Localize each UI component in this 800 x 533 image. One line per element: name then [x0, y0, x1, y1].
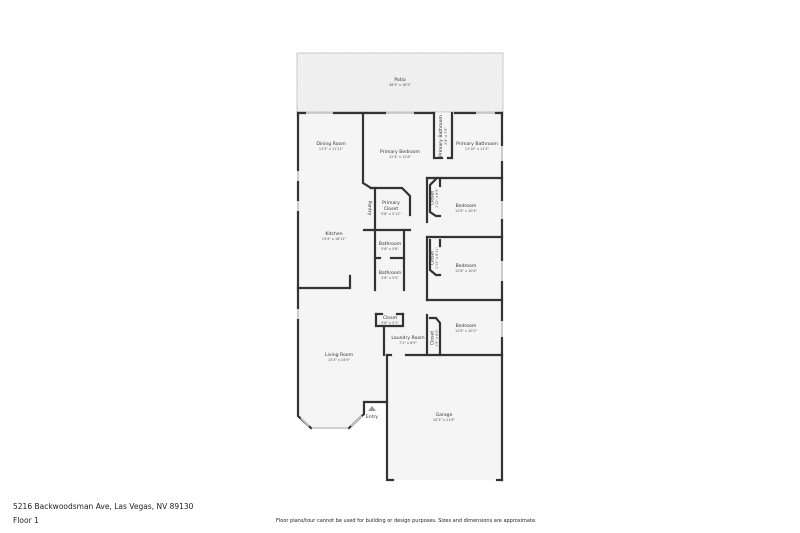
- room-dims: 1'9" x 6'5": [435, 329, 439, 347]
- room-name: Laundry Room: [391, 335, 425, 341]
- room-name: Entry: [366, 414, 379, 420]
- room-closet-4: Closet 1'9" x 6'5": [430, 329, 440, 347]
- room-dims: 20'3" x 21'8": [433, 418, 456, 422]
- room-name: Closet: [383, 315, 398, 321]
- room-name: Primary: [382, 200, 400, 206]
- room-dims: 7'2" x 6'9": [399, 341, 417, 345]
- room-garage: Garage 20'3" x 21'8": [433, 412, 456, 422]
- room-name: Garage: [436, 412, 453, 418]
- room-primary-bathroom-wc: Primary Bathroom 2'8" x 7'9": [438, 115, 448, 157]
- room-dims: 15'3" x 24'9": [328, 358, 351, 362]
- room-dining-room: Dining Room 11'3" x 11'11": [316, 141, 346, 151]
- room-name: Closet: [430, 331, 436, 346]
- room-dims: 12'8" x 10'6": [455, 269, 478, 273]
- room-closet-3: Closet 5'6" x 2'1": [381, 315, 399, 325]
- room-dims: 1'10" x 6'11": [435, 247, 439, 270]
- room-dims: 5'6" x 5'8": [381, 247, 399, 251]
- room-name-line2: Closet: [384, 206, 399, 212]
- room-dims: 1'10" x 6'5": [435, 188, 439, 208]
- room-name: Bathroom: [379, 241, 402, 247]
- room-name: Living Room: [325, 352, 354, 358]
- room-primary-bedroom: Primary Bedroom 12'4" x 12'8": [380, 149, 421, 159]
- room-bedroom-3: Bedroom 12'8" x 10'2": [455, 323, 478, 333]
- room-name: Bedroom: [456, 203, 477, 209]
- room-pantry: Pantry: [367, 201, 373, 216]
- room-dims: 13'4" x 18'11": [322, 237, 347, 241]
- room-dims: 12'8" x 10'2": [455, 329, 478, 333]
- room-name: Closet: [430, 251, 436, 266]
- property-address: 5216 Backwoodsman Ave, Las Vegas, NV 891…: [13, 502, 194, 511]
- room-name: Primary Bedroom: [380, 149, 421, 155]
- room-dims: 5'6" x 5'5": [381, 276, 399, 280]
- room-closet-2: Closet 1'10" x 6'11": [430, 247, 440, 270]
- room-dims: 11'10" x 11'2": [465, 147, 490, 151]
- windows: [297, 112, 503, 429]
- room-closet-1: Closet 1'10" x 6'5": [430, 188, 440, 208]
- room-bedroom-1: Bedroom 12'8" x 10'4": [455, 203, 478, 213]
- room-name: Kitchen: [325, 231, 342, 237]
- room-bathroom-2: Bathroom 5'6" x 5'5": [379, 270, 402, 280]
- room-dims: 36'5" x 16'5": [389, 83, 412, 87]
- room-name: Bedroom: [456, 263, 477, 269]
- room-primary-bathroom: Primary Bathroom 11'10" x 11'2": [456, 141, 498, 151]
- room-dims: 12'4" x 12'8": [389, 155, 412, 159]
- room-name: Patio: [394, 77, 405, 83]
- room-name: Primary Bathroom: [456, 141, 498, 147]
- room-name: Bathroom: [379, 270, 402, 276]
- room-kitchen: Kitchen 13'4" x 18'11": [322, 231, 347, 241]
- disclaimer: Floor plans/tour cannot be used for buil…: [276, 518, 537, 524]
- room-dims: 11'3" x 11'11": [319, 147, 344, 151]
- room-dims: 2'8" x 7'9": [444, 127, 448, 145]
- room-dims: 5'8" x 5'11": [381, 212, 401, 216]
- room-laundry-room: Laundry Room 7'2" x 6'9": [391, 335, 425, 345]
- entry-arrow-icon: [368, 406, 376, 411]
- room-dims: 5'6" x 2'1": [381, 321, 399, 325]
- room-bathroom-1: Bathroom 5'6" x 5'8": [379, 241, 402, 251]
- room-primary-closet: Primary Closet 5'8" x 5'11": [381, 200, 401, 216]
- room-living-room: Living Room 15'3" x 24'9": [325, 352, 354, 362]
- room-name: Primary Bathroom: [438, 115, 444, 157]
- room-dims: 12'8" x 10'4": [455, 209, 478, 213]
- floor-fill: [298, 113, 502, 480]
- patio: Patio 36'5" x 16'5": [296, 52, 504, 113]
- floor-label: Floor 1: [13, 516, 39, 525]
- room-labels: Dining Room 11'3" x 11'11" Primary Bedro…: [316, 115, 498, 422]
- room-bedroom-2: Bedroom 12'8" x 10'6": [455, 263, 478, 273]
- room-name: Dining Room: [316, 141, 346, 147]
- room-name: Closet: [430, 191, 436, 206]
- room-entry: Entry: [366, 414, 379, 420]
- room-name: Bedroom: [456, 323, 477, 329]
- room-name: Pantry: [367, 201, 373, 216]
